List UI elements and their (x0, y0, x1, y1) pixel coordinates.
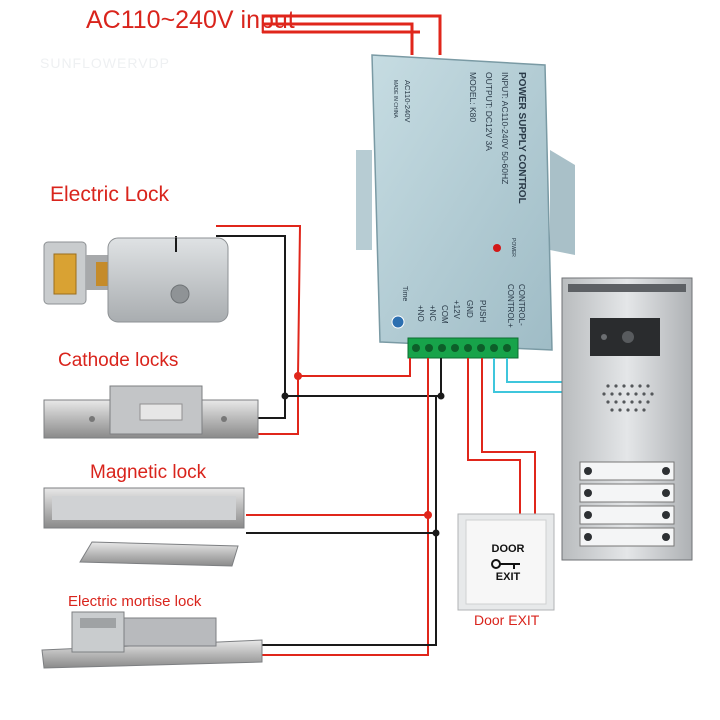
speaker-grille-icon (602, 384, 654, 412)
call-buttons (579, 461, 675, 547)
psu-ac-label: AC110-240V (403, 80, 412, 122)
psu-input-spec: INPUT: AC110-240V 50-60HZ (500, 72, 510, 184)
ac-input-label: AC110~240V input (86, 6, 295, 34)
psu-model: MODEL: K80 (468, 72, 478, 122)
intercom-panel (561, 277, 693, 561)
terminal-label-gnd: GND (465, 300, 474, 318)
watermark: SUNFLOWERVDP (40, 55, 170, 71)
terminal-block (407, 337, 519, 359)
door-exit-button: DOOR EXIT (457, 513, 555, 611)
psu-printed-text: POWER SUPPLY CONTROL INPUT: AC110-240V 5… (392, 72, 527, 301)
terminal-label-nc: +NC (428, 305, 437, 321)
terminal-labels: +NO +NC COM +12V GND PUSH CONTROL+ CONTR… (416, 284, 526, 328)
electric-mortise-lock-device (41, 611, 263, 669)
power-led-icon (493, 244, 501, 252)
wiring (175, 225, 562, 656)
key-icon (491, 559, 520, 569)
psu-made-in: MADE IN CHINA (392, 80, 398, 118)
cathode-locks-label: Cathode locks (58, 350, 179, 371)
electric-lock-device (43, 237, 229, 323)
terminal-label-12v: +12V (452, 300, 461, 320)
door-exit-label: Door EXIT (474, 612, 540, 628)
exit-button-line1: DOOR (492, 543, 525, 555)
power-supply-unit: POWER SUPPLY CONTROL INPUT: AC110-240V 5… (356, 54, 575, 359)
psu-output-spec: OUTPUT: DC12V 3A (484, 72, 494, 151)
time-label: Time (401, 286, 408, 301)
cathode-lock-device (43, 385, 259, 439)
terminal-label-control-plus: CONTROL+ (506, 284, 515, 328)
power-led-label: POWER (510, 238, 516, 257)
ac-input-wires (262, 14, 442, 55)
electric-lock-label: Electric Lock (50, 183, 170, 206)
terminal-label-com: COM (440, 305, 449, 324)
terminal-label-control-minus: CONTROL- (517, 284, 526, 326)
magnetic-lock-label: Magnetic lock (90, 462, 207, 483)
psu-heading: POWER SUPPLY CONTROL (516, 72, 527, 204)
exit-button-line2: EXIT (496, 571, 521, 583)
terminal-label-no: +NO (416, 305, 425, 322)
magnetic-lock-device (43, 487, 245, 567)
terminal-label-push: PUSH (478, 300, 487, 322)
time-adjust-knob-icon (391, 315, 405, 329)
electric-mortise-lock-label: Electric mortise lock (68, 593, 202, 610)
